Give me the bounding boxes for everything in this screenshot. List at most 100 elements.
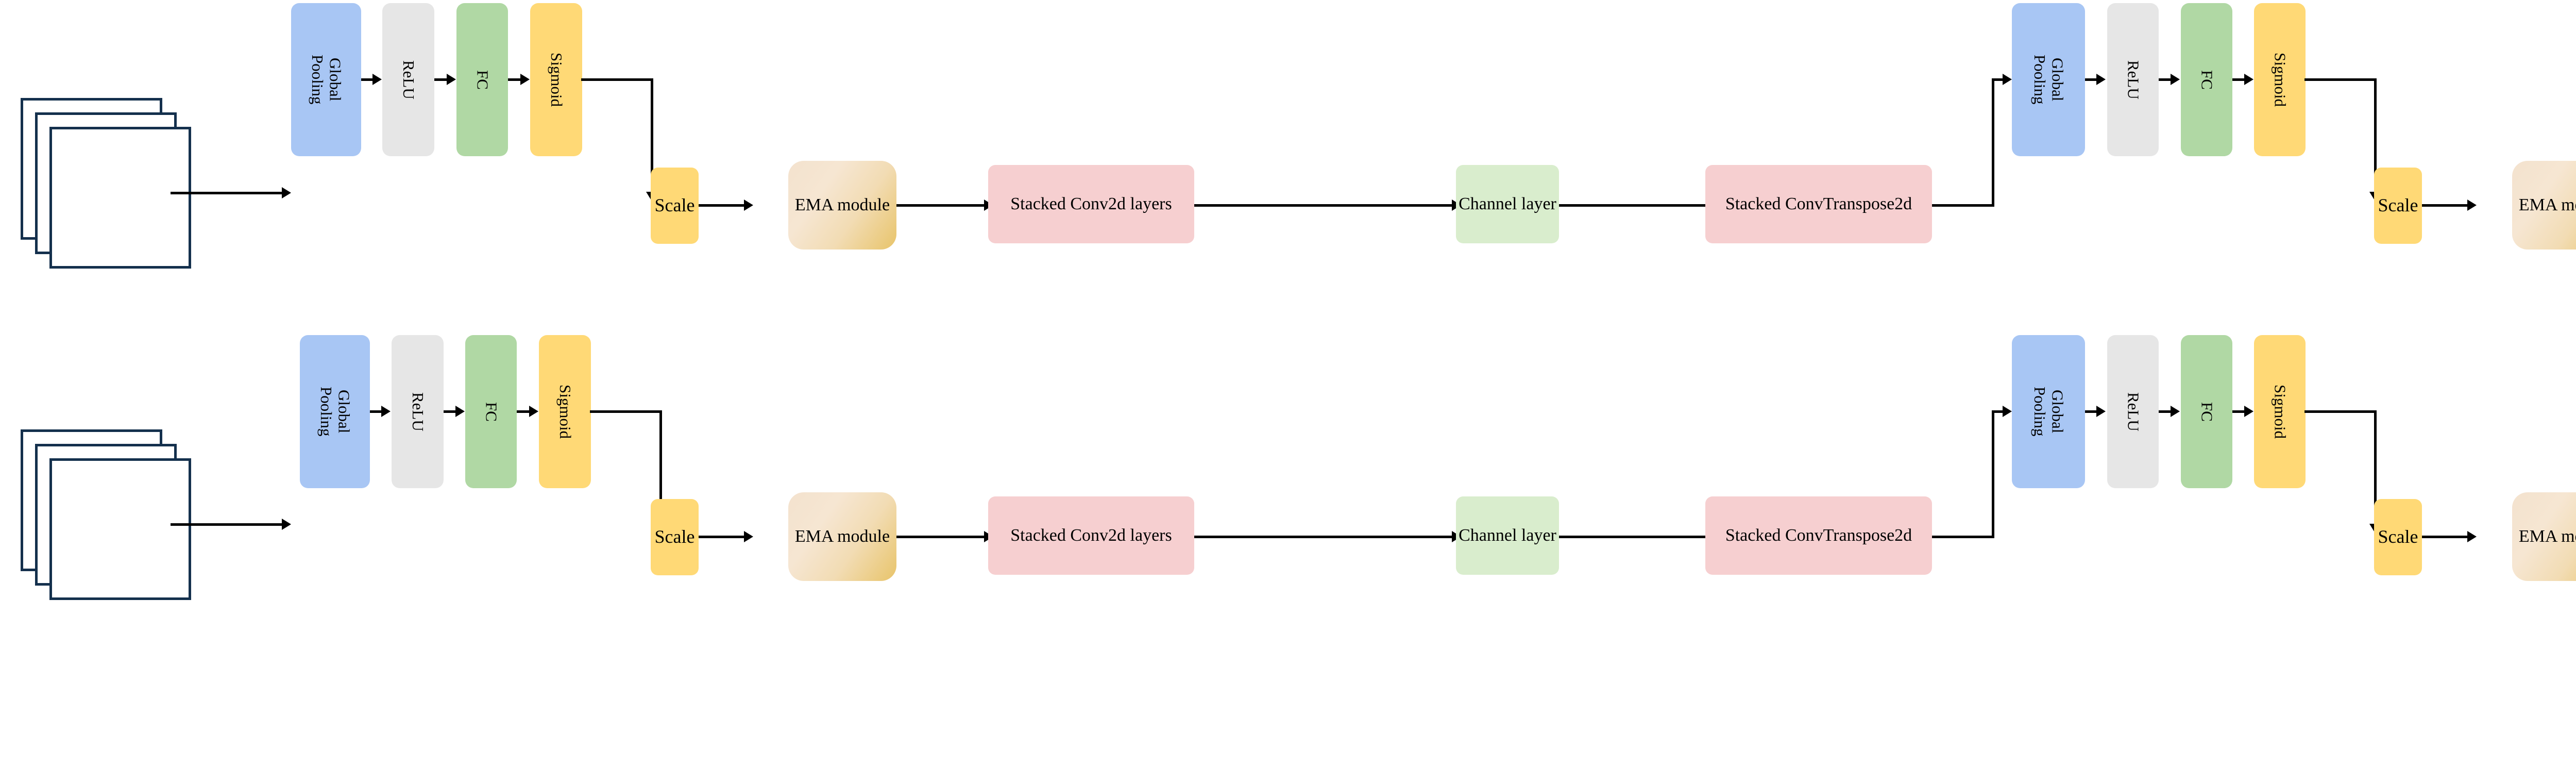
- block-global-pooling[interactable]: Global Pooling: [2012, 335, 2085, 488]
- arrowhead-right-icon: [520, 74, 530, 85]
- arrowhead-right-icon: [744, 531, 753, 542]
- block-global-pooling[interactable]: Global Pooling: [2012, 3, 2085, 156]
- block-ema-module[interactable]: EMA module: [788, 492, 896, 581]
- block-label: Stacked Conv2d layers: [1010, 526, 1172, 545]
- connector-line: [1559, 536, 1714, 538]
- connector-line: [896, 536, 984, 538]
- block-global-pooling[interactable]: Global Pooling: [300, 335, 370, 488]
- connector-line: [699, 536, 744, 538]
- block-label: FC: [2198, 402, 2216, 422]
- connector-line: [1194, 204, 1452, 207]
- block-relu[interactable]: ReLU: [2107, 3, 2159, 156]
- block-relu[interactable]: ReLU: [2107, 335, 2159, 488]
- block-fc[interactable]: FC: [2181, 335, 2232, 488]
- connector-line: [2422, 536, 2467, 538]
- block-scale[interactable]: Scale: [2374, 168, 2422, 244]
- feature-map-sheet: [49, 127, 191, 269]
- block-label: Stacked ConvTranspose2d: [1725, 194, 1912, 214]
- connector-line: [2374, 78, 2377, 196]
- arrowhead-right-icon: [2096, 406, 2106, 417]
- block-label: EMA module: [794, 527, 890, 546]
- arrowhead-right-icon: [2467, 199, 2477, 211]
- connector-line: [2232, 410, 2244, 413]
- block-sigmoid[interactable]: Sigmoid: [2254, 3, 2306, 156]
- block-label: ReLU: [399, 60, 418, 99]
- arrowhead-right-icon: [2171, 74, 2180, 85]
- connector-line: [1992, 410, 1994, 538]
- block-label: Stacked Conv2d layers: [1010, 194, 1172, 214]
- connector-line: [1992, 410, 2005, 413]
- arrowhead-right-icon: [2171, 406, 2180, 417]
- block-stacked-convtranspose2d[interactable]: Stacked ConvTranspose2d: [1705, 496, 1932, 575]
- block-label: FC: [482, 402, 501, 422]
- arrowhead-right-icon: [2003, 74, 2012, 85]
- connector-line: [1194, 536, 1452, 538]
- block-scale[interactable]: Scale: [651, 168, 699, 244]
- block-label: Sigmoid: [2271, 384, 2290, 439]
- input-feature-maps-stack-top: [21, 98, 201, 278]
- connector-line: [2374, 410, 2377, 528]
- block-label: ReLU: [2124, 60, 2143, 99]
- connector-line: [171, 523, 282, 526]
- connector-line: [2159, 410, 2171, 413]
- block-scale[interactable]: Scale: [651, 499, 699, 575]
- connector-line: [1932, 204, 1994, 207]
- connector-line: [508, 78, 520, 81]
- block-label: Global Pooling: [2031, 55, 2067, 105]
- block-scale[interactable]: Scale: [2374, 499, 2422, 575]
- block-global-pooling[interactable]: Global Pooling: [291, 3, 361, 156]
- connector-line: [699, 204, 744, 207]
- connector-line: [896, 204, 984, 207]
- block-stacked-conv2d-layers[interactable]: Stacked Conv2d layers: [988, 165, 1194, 243]
- block-sigmoid[interactable]: Sigmoid: [2254, 335, 2306, 488]
- arrowhead-right-icon: [455, 406, 465, 417]
- connector-line: [2422, 204, 2467, 207]
- arrowhead-right-icon: [2096, 74, 2106, 85]
- block-label: Sigmoid: [547, 52, 566, 107]
- connector-line: [2159, 78, 2171, 81]
- block-relu[interactable]: ReLU: [382, 3, 434, 156]
- block-channel-layer[interactable]: Channel layer: [1456, 496, 1559, 575]
- connector-line: [1992, 78, 2005, 81]
- block-label: FC: [473, 70, 492, 90]
- block-stacked-conv2d-layers[interactable]: Stacked Conv2d layers: [988, 496, 1194, 575]
- block-fc[interactable]: FC: [456, 3, 508, 156]
- arrowhead-right-icon: [2244, 74, 2253, 85]
- block-label: Scale: [2378, 195, 2418, 216]
- arrowhead-right-icon: [2003, 406, 2012, 417]
- block-label: EMA module: [2518, 195, 2576, 215]
- connector-line: [361, 78, 372, 81]
- block-label: EMA module: [2518, 527, 2576, 546]
- connector-line: [1992, 78, 1994, 207]
- block-ema-module[interactable]: EMA module: [788, 161, 896, 250]
- arrowhead-right-icon: [744, 199, 753, 211]
- connector-line: [651, 78, 653, 196]
- block-sigmoid[interactable]: Sigmoid: [539, 335, 591, 488]
- block-stacked-convtranspose2d[interactable]: Stacked ConvTranspose2d: [1705, 165, 1932, 243]
- connector-line: [517, 410, 529, 413]
- arrowhead-right-icon: [2244, 406, 2253, 417]
- block-relu[interactable]: ReLU: [392, 335, 444, 488]
- block-label: ReLU: [409, 392, 427, 431]
- block-label: Sigmoid: [2271, 52, 2290, 107]
- arrowhead-right-icon: [381, 406, 391, 417]
- arrowhead-right-icon: [2467, 531, 2477, 542]
- connector-line: [2304, 410, 2377, 413]
- block-ema-module[interactable]: EMA module: [2512, 492, 2576, 581]
- feature-map-sheet: [49, 458, 191, 600]
- block-label: Global Pooling: [317, 387, 353, 437]
- block-label: FC: [2198, 70, 2216, 90]
- block-sigmoid[interactable]: Sigmoid: [530, 3, 582, 156]
- block-channel-layer[interactable]: Channel layer: [1456, 165, 1559, 243]
- connector-line: [581, 78, 653, 81]
- arrowhead-right-icon: [282, 519, 291, 530]
- block-label: Global Pooling: [2031, 387, 2067, 437]
- arrowhead-right-icon: [447, 74, 456, 85]
- block-ema-module[interactable]: EMA module: [2512, 161, 2576, 250]
- block-label: Channel layer: [1459, 526, 1556, 545]
- block-label: Scale: [2378, 526, 2418, 547]
- block-fc[interactable]: FC: [2181, 3, 2232, 156]
- block-fc[interactable]: FC: [465, 335, 517, 488]
- connector-line: [370, 410, 381, 413]
